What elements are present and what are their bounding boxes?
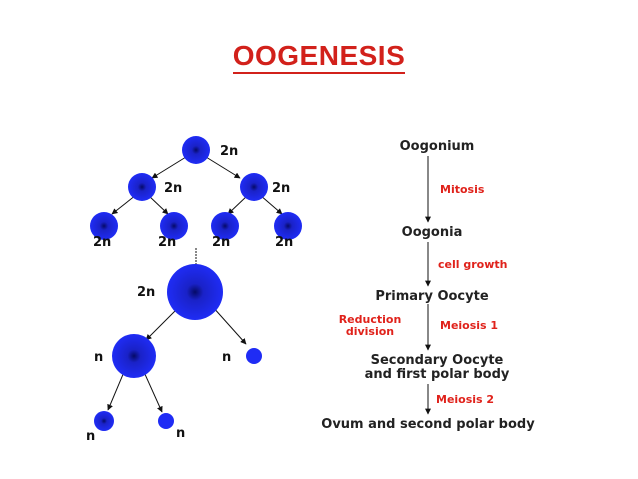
oogonia-cell-1: [90, 212, 118, 240]
arrow-l1-b: [147, 194, 169, 215]
stage-ovum: Ovum and second polar body: [321, 417, 535, 432]
stage-oogonium: Oogonium: [400, 139, 475, 154]
oogonia-cell-left: [128, 173, 156, 201]
note-division: division: [346, 325, 394, 338]
arrow-l1-a: [111, 194, 137, 215]
cells: [90, 136, 302, 431]
ploidy-l2-3: 2n: [212, 235, 230, 250]
oogonia-cell-right: [240, 173, 268, 201]
arrow-meiosis2-b: [143, 371, 163, 413]
secondary-oocyte-cell: [112, 334, 156, 378]
step-cell-growth: cell growth: [438, 258, 507, 271]
oogonia-cell-4: [274, 212, 302, 240]
oogonia-cell-3: [211, 212, 239, 240]
arrow-l1-d: [259, 194, 283, 215]
ploidy-l2-2: 2n: [158, 235, 176, 250]
oogonia-cell-2: [160, 212, 188, 240]
step-meiosis-2: Meiosis 2: [436, 393, 494, 406]
tree-arrows: [107, 156, 283, 413]
flow-steps: Mitosis cell growth Meiosis 1 Meiosis 2 …: [339, 183, 508, 406]
ploidy-polar-1: n: [222, 350, 231, 365]
arrow-root-right: [205, 156, 241, 179]
page-title: OOGENESIS: [0, 40, 638, 74]
ploidy-root: 2n: [220, 144, 238, 159]
oogonium-cell: [182, 136, 210, 164]
stage-secondary-oocyte: Secondary Oocyte: [371, 353, 504, 368]
note-reduction: Reduction: [339, 313, 402, 326]
ploidy-l1-right: 2n: [272, 181, 290, 196]
arrow-meiosis1-large: [145, 305, 181, 341]
arrow-meiosis1-polar: [211, 305, 247, 345]
first-polar-body: [246, 348, 262, 364]
ovum-cell: [94, 411, 114, 431]
stage-oogonia: Oogonia: [402, 225, 463, 240]
flow-stages: Oogonium Oogonia Primary Oocyte Secondar…: [321, 139, 535, 432]
ploidy-polar-2: n: [176, 426, 185, 441]
ploidy-labels: 2n 2n 2n 2n 2n 2n 2n 2n n n n n: [86, 144, 293, 444]
stage-first-polar-body: and first polar body: [365, 367, 510, 382]
ploidy-secondary: n: [94, 350, 103, 365]
step-mitosis: Mitosis: [440, 183, 485, 196]
stage-primary-oocyte: Primary Oocyte: [375, 289, 489, 304]
ploidy-primary: 2n: [137, 285, 155, 300]
arrow-root-left: [151, 156, 187, 179]
title-text: OOGENESIS: [232, 40, 406, 74]
arrow-meiosis2-a: [107, 371, 125, 411]
ploidy-l2-1: 2n: [93, 235, 111, 250]
arrow-l1-c: [227, 194, 249, 215]
step-meiosis-1: Meiosis 1: [440, 319, 498, 332]
ploidy-ovum: n: [86, 429, 95, 444]
second-polar-body: [158, 413, 174, 429]
ploidy-l1-left: 2n: [164, 181, 182, 196]
ploidy-l2-4: 2n: [275, 235, 293, 250]
primary-oocyte-cell: [167, 264, 223, 320]
